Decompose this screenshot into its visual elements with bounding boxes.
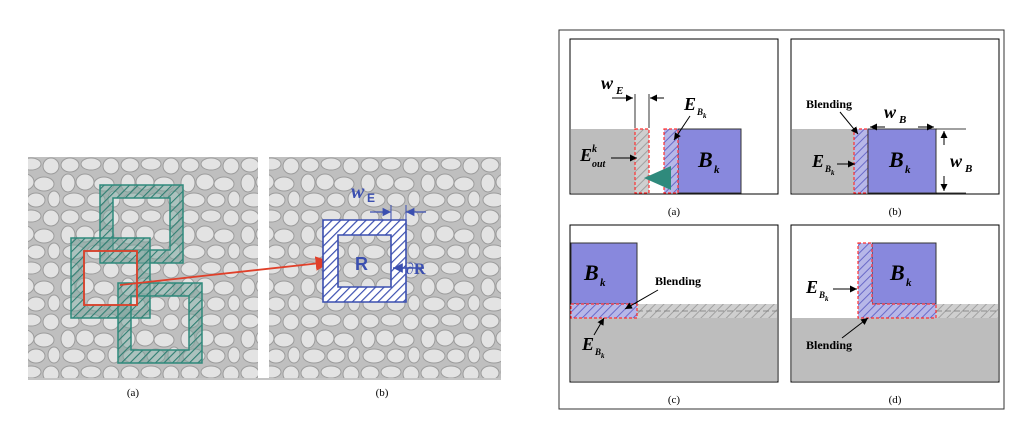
svg-text:w: w <box>601 73 614 93</box>
block-bk-c <box>570 242 638 305</box>
svg-text:E: E <box>805 277 818 297</box>
svg-text:E: E <box>579 145 592 165</box>
svg-text:B: B <box>818 290 825 300</box>
svg-text:k: k <box>592 144 597 155</box>
svg-text:k: k <box>905 164 911 176</box>
svg-text:B: B <box>889 260 905 285</box>
svg-text:E: E <box>615 85 623 97</box>
right-figure: w E E B k E k out B k (a) Blending <box>558 29 1005 410</box>
edge-out <box>634 128 650 194</box>
caption-d-right: (d) <box>889 394 902 406</box>
svg-text:k: k <box>906 277 912 289</box>
svg-text:B: B <box>583 260 599 285</box>
panel-b: Blending w B w B E B k B k (b) <box>790 38 1000 218</box>
boundary-band <box>322 219 407 303</box>
caption-b-right: (b) <box>889 206 902 218</box>
svg-text:k: k <box>703 112 707 120</box>
block-bk <box>677 128 742 194</box>
blending-label-b: Blending <box>806 97 852 111</box>
region-red-square <box>83 250 138 306</box>
svg-text:out: out <box>592 159 607 170</box>
svg-text:E: E <box>811 151 824 171</box>
boundary-label: ∂R <box>406 261 426 278</box>
gray-region <box>571 129 635 193</box>
svg-text:w: w <box>950 151 963 171</box>
panel-a: w E E B k E k out B k (a) <box>569 38 779 218</box>
svg-text:k: k <box>601 352 605 360</box>
svg-text:B: B <box>898 114 906 126</box>
panel-c: B k Blending E B k (c) <box>569 224 779 406</box>
block-bk-b <box>867 128 937 194</box>
svg-text:k: k <box>714 164 720 176</box>
edge-blend-b <box>853 128 869 194</box>
left-figure: R ∂R w E (a) (b) <box>28 157 501 399</box>
svg-text:E: E <box>683 94 696 114</box>
caption-a-left: (a) <box>127 387 140 399</box>
svg-text:k: k <box>600 277 606 289</box>
edge-blend-d <box>857 242 937 319</box>
region-label: R <box>355 254 368 274</box>
svg-text:E: E <box>581 334 594 354</box>
svg-text:k: k <box>825 295 829 303</box>
svg-text:B: B <box>964 163 972 175</box>
texture-panel-b <box>269 157 501 378</box>
caption-a-right: (a) <box>668 206 681 218</box>
svg-text:B: B <box>888 147 904 172</box>
blending-label-d: Blending <box>806 338 852 352</box>
width-label-sub: E <box>367 191 375 205</box>
blending-label-c: Blending <box>655 274 701 288</box>
frame-top <box>99 184 184 264</box>
panel-d: B k E B k Blending (d) <box>790 224 1000 406</box>
width-label: w <box>351 181 365 203</box>
svg-text:B: B <box>696 107 703 117</box>
block-bk-d <box>871 242 937 305</box>
svg-text:B: B <box>824 164 831 174</box>
frame-bottom <box>117 282 203 364</box>
caption-c-right: (c) <box>668 394 681 406</box>
overlap-frames <box>70 184 203 364</box>
svg-text:k: k <box>831 169 835 177</box>
edge-blend-c <box>570 303 638 319</box>
svg-text:B: B <box>594 347 601 357</box>
svg-text:B: B <box>697 147 713 172</box>
svg-text:w: w <box>884 102 897 122</box>
edge-blend-c-ext <box>637 304 777 318</box>
edge-bk <box>663 128 679 194</box>
caption-b-left: (b) <box>376 387 389 399</box>
link-arrow <box>119 256 332 286</box>
